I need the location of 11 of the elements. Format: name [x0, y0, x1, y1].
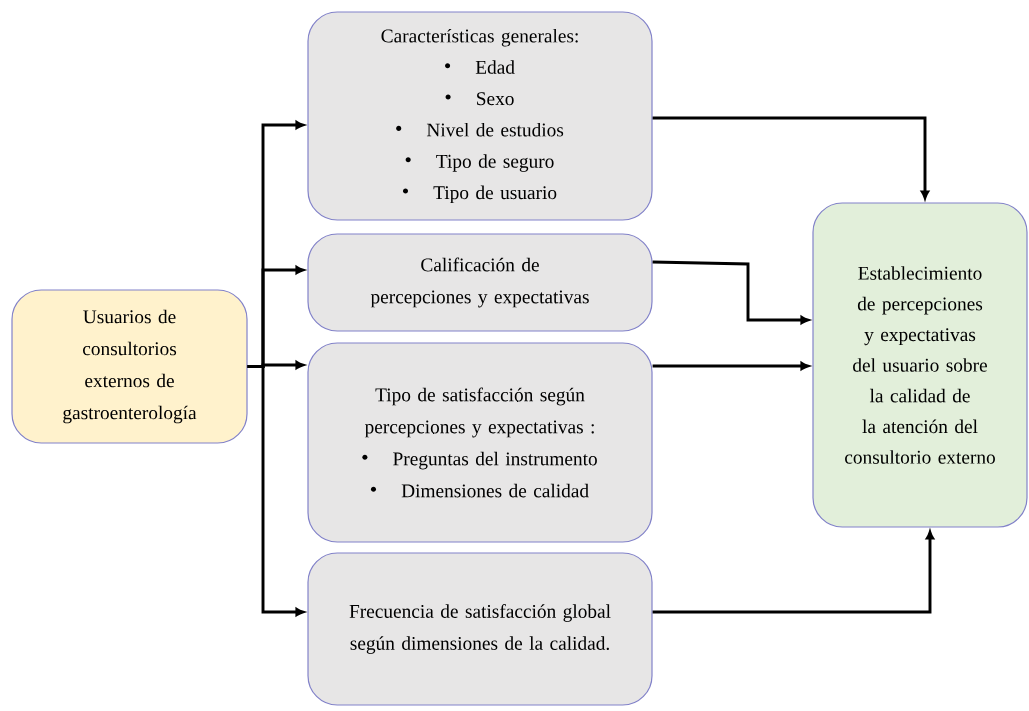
- source-box: Usuarios de consultorios externos de gastroenterología: [11, 289, 248, 444]
- result-box: Establecimiento de percepciones y expectativas del usuario sobre la calidad de la atención del consultorio externo: [812, 202, 1028, 528]
- arrow: [652, 116, 930, 200]
- arrow: [652, 361, 810, 371]
- arrow: [652, 260, 810, 325]
- variable-box: Tipo de satisfacción según percepciones y expectativas : Preguntas del instrumento Dimensiones de calidad: [307, 342, 653, 543]
- variable-box: Calificación de percepciones y expectativas: [307, 233, 653, 332]
- variable-box: Frecuencia de satisfacción global según dimensiones de la calidad.: [307, 552, 653, 706]
- arrow: [652, 530, 935, 614]
- arrow: [247, 365, 305, 617]
- variable-box: Características generales: Edad Sexo Nivel de estudios Tipo de seguro Tipo de usuario: [307, 11, 653, 221]
